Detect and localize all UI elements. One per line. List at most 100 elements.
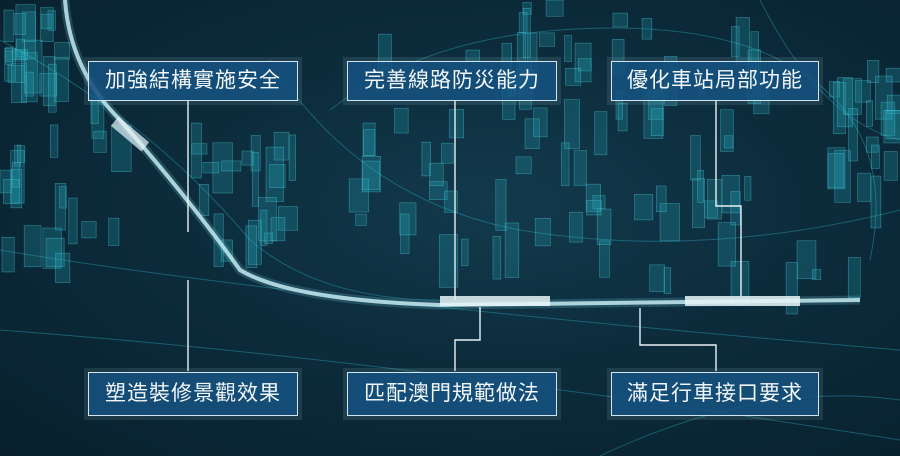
building [251,151,259,207]
station-platform [685,296,800,306]
building [198,184,210,216]
building [348,178,369,213]
building [857,172,871,202]
building [362,160,380,190]
building [1,236,15,273]
building [54,57,69,102]
building [871,144,880,169]
building [241,150,254,166]
building [812,269,822,280]
building [15,4,36,60]
building [834,150,851,203]
building [585,183,601,212]
building [847,257,861,298]
building [641,18,653,40]
building [697,170,704,203]
building [45,237,65,268]
building [495,179,507,231]
building [245,225,258,268]
building [885,110,900,140]
station-platform [440,296,550,306]
building [221,160,242,172]
building [3,9,14,43]
building [634,194,654,221]
building [848,108,859,162]
building [277,206,298,231]
building [191,122,202,179]
building [886,94,900,114]
building [81,221,97,239]
building [833,82,846,135]
building [191,143,208,155]
building [399,202,417,236]
leader-lines [187,100,742,371]
label-macau-standards: 匹配澳門規範做法 [347,372,557,416]
building [560,142,570,186]
building [524,118,540,150]
building [649,264,665,292]
building [586,200,602,216]
building [4,47,16,82]
building [202,161,220,174]
building [866,100,874,127]
road-line [329,27,877,261]
label-structural-safety: 加強結構實施安全 [88,61,298,101]
building [363,129,375,156]
building [855,80,871,103]
building [14,13,26,35]
building [843,78,862,115]
building [564,35,572,62]
building [744,175,752,201]
label-landscape-decoration: 塑造裝修景觀效果 [88,372,298,416]
building [48,63,57,113]
station-platform [110,116,150,152]
road-line [0,39,441,301]
building [720,109,734,152]
building [492,236,502,280]
building [465,49,480,62]
road-line [269,59,900,242]
building [394,107,409,134]
building [269,164,286,188]
building [731,26,740,57]
building [704,200,718,219]
building [461,238,469,266]
building [93,130,107,153]
building [439,234,459,288]
building [564,99,580,150]
building [3,179,20,205]
building [539,32,555,47]
building [43,56,56,107]
building [599,240,610,278]
building [883,109,900,144]
building [7,65,25,83]
building [25,71,34,97]
building [11,49,28,61]
building [796,240,817,279]
building [650,108,664,137]
building [827,153,845,188]
label-operation-interface: 滿足行車接口要求 [611,372,819,416]
building [265,146,284,202]
building [545,0,564,17]
building [885,67,900,83]
label-station-function: 優化車站局部功能 [611,61,819,101]
building [54,42,70,60]
building [617,102,628,132]
building [47,10,56,31]
building [663,267,672,294]
building [10,169,23,209]
building [68,197,78,245]
building [659,203,680,242]
building [444,190,458,213]
building [829,81,840,98]
building [735,17,750,66]
building [247,219,262,265]
building [108,217,120,246]
building [0,169,12,194]
building [40,13,53,30]
road-line [759,0,900,141]
building [54,252,71,283]
building [785,262,798,315]
